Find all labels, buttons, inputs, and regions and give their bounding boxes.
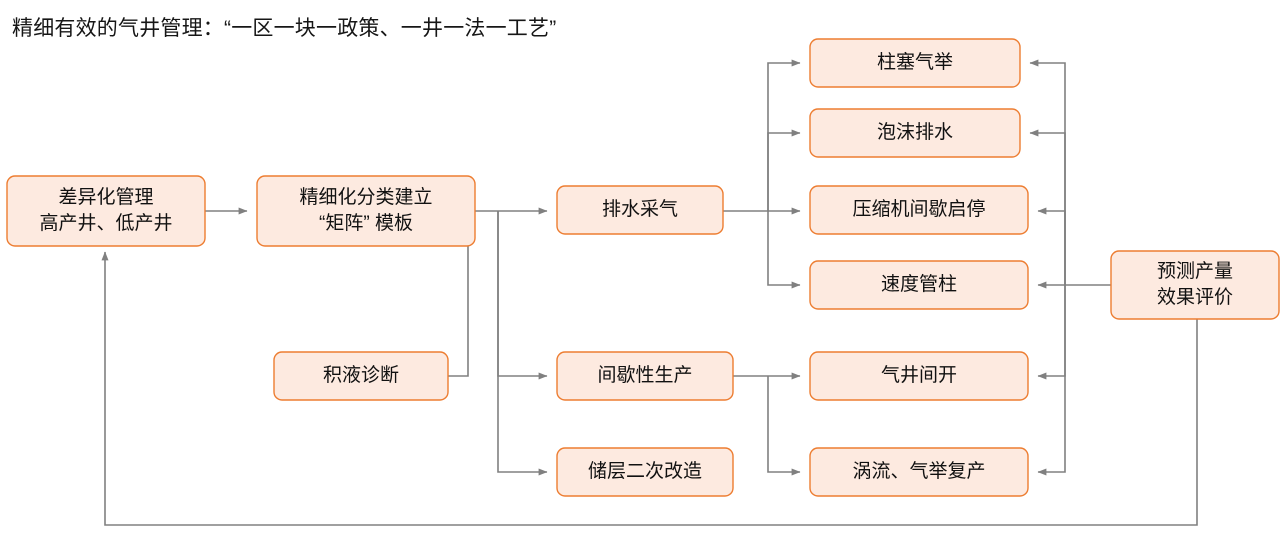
edge-e-trunk-down-2 [497, 211, 548, 476]
node-liquid-loading-diagnosis[interactable]: 积液诊断 [273, 351, 449, 401]
edges-layer [101, 59, 1198, 526]
edge-e-feedback-loop [101, 251, 1198, 526]
edge-e-forecast-to-compressor [1037, 207, 1066, 285]
node-box [809, 260, 1029, 310]
node-label: 泡沫排水 [877, 121, 953, 143]
edge-e-forecast-to-wellopening [1037, 285, 1066, 380]
node-box [809, 185, 1029, 235]
node-box [556, 351, 734, 401]
node-label: 柱塞气举 [877, 51, 953, 73]
node-box [809, 351, 1029, 401]
node-label: 涡流、气举复产 [852, 460, 985, 482]
edge-e-forecast-to-foam [1029, 129, 1066, 285]
node-label: 排水采气 [602, 198, 678, 220]
node-plunger-gas-lift[interactable]: 柱塞气举 [809, 38, 1021, 88]
node-box [1110, 250, 1280, 320]
node-label: “矩阵” 模板 [319, 212, 413, 234]
edge-e-drainage-to-foam [767, 129, 801, 211]
edge-e-forecast-to-plunger [1029, 59, 1066, 285]
node-box [273, 351, 449, 401]
node-box [256, 175, 476, 247]
node-label: 间歇性生产 [597, 364, 692, 386]
node-drainage-gas-recovery[interactable]: 排水采气 [556, 185, 724, 235]
node-label: 速度管柱 [881, 273, 957, 295]
node-box [809, 447, 1029, 497]
node-intermittent-well-opening[interactable]: 气井间开 [809, 351, 1029, 401]
edge-e-drainage-to-plunger [723, 59, 801, 212]
node-label: 压缩机间歇启停 [852, 198, 985, 220]
node-label: 储层二次改造 [588, 460, 702, 482]
node-box [809, 108, 1021, 158]
edge-e-trunk-down [497, 211, 548, 380]
node-label: 气井间开 [881, 364, 957, 386]
node-box [556, 447, 734, 497]
node-label: 预测产量 [1157, 260, 1233, 282]
edge-e-forecast-to-vortex [1037, 285, 1066, 476]
node-refined-classification[interactable]: 精细化分类建立 “矩阵” 模板 [256, 175, 476, 247]
page-title: 精细有效的气井管理：“一区一块一政策、一井一法一工艺” [12, 17, 557, 40]
node-label: 高产井、低产井 [39, 212, 172, 234]
node-compressor-intermittent-start-stop[interactable]: 压缩机间歇启停 [809, 185, 1029, 235]
node-box [809, 38, 1021, 88]
node-label: 效果评价 [1157, 286, 1233, 308]
node-box [6, 175, 206, 247]
node-label: 精细化分类建立 [299, 186, 432, 208]
node-reservoir-restimulation[interactable]: 储层二次改造 [556, 447, 734, 497]
node-intermittent-production[interactable]: 间歇性生产 [556, 351, 734, 401]
node-box [556, 185, 724, 235]
node-label: 差异化管理 [58, 186, 153, 208]
node-label: 积液诊断 [323, 364, 399, 386]
edge-e-intermittent-to-vortex [767, 376, 801, 476]
edge-e-drainage-to-velocity [767, 211, 801, 289]
node-velocity-string[interactable]: 速度管柱 [809, 260, 1029, 310]
node-foam-drainage[interactable]: 泡沫排水 [809, 108, 1021, 158]
node-vortex-gas-lift-recovery[interactable]: 涡流、气举复产 [809, 447, 1029, 497]
